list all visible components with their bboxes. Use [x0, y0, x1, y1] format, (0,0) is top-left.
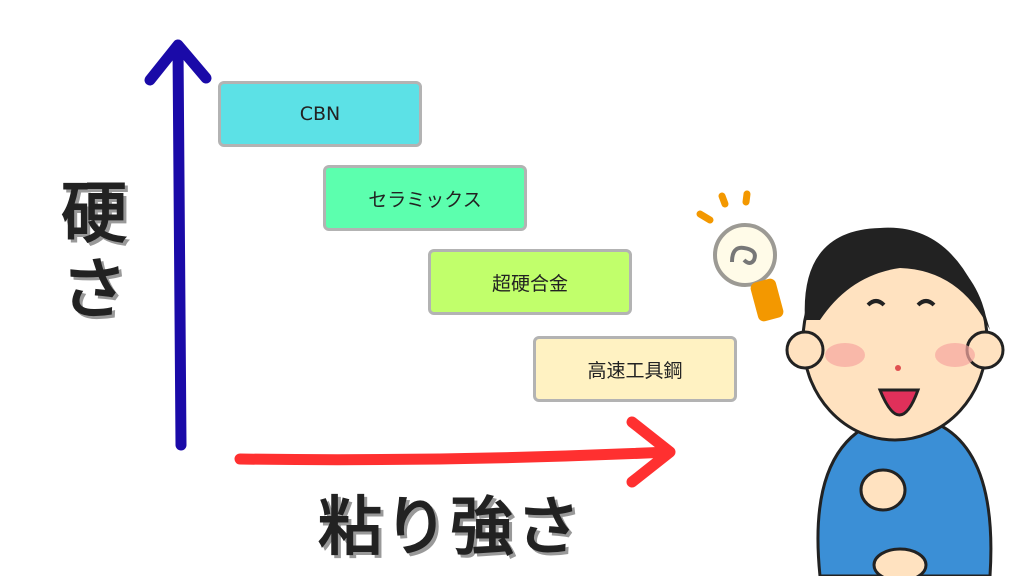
- toughness-arrow: [234, 416, 676, 488]
- material-label: 超硬合金: [491, 272, 568, 295]
- material-label: セラミックス: [368, 188, 482, 211]
- material-box-high-speed-steel: 高速工具鋼: [533, 336, 737, 402]
- material-label: CBN: [299, 103, 341, 125]
- material-box-cbn: CBN: [218, 81, 422, 147]
- boy-with-lightbulb-illustration: [696, 190, 1005, 576]
- material-box-ceramics: セラミックス: [323, 165, 527, 231]
- material-label: 高速工具鋼: [587, 359, 683, 382]
- material-box-cemented-carbide: 超硬合金: [428, 249, 632, 315]
- hardness-arrow: [144, 39, 212, 451]
- toughness-axis-label: 粘り強さ: [318, 491, 582, 565]
- hardness-axis-label: 硬さ: [61, 175, 127, 328]
